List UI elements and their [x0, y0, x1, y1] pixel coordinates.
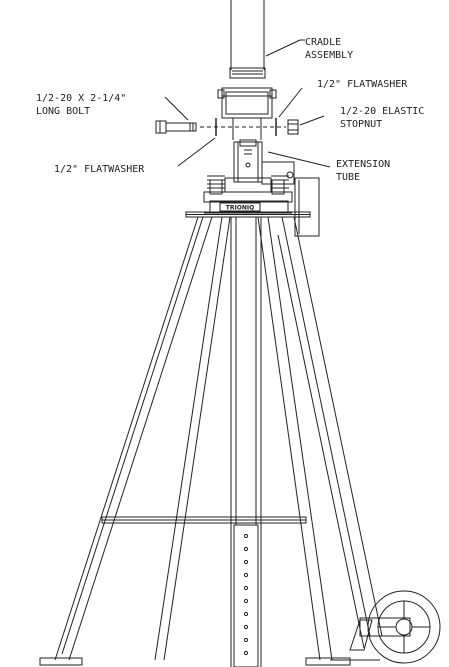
rear-leg: [277, 216, 383, 649]
label-long-bolt-line1: 1/2-20 X 2-1/4": [36, 93, 126, 104]
callout-leaders: [164, 39, 331, 168]
side-handle-bracket: [261, 161, 320, 237]
brand-nameplate: TRIONIQ: [204, 200, 292, 214]
top-plate: [185, 211, 311, 218]
label-extension-tube-line1: EXTENSION: [336, 159, 390, 170]
brand-plate-text: TRIONIQ: [226, 205, 254, 212]
right-leg: [257, 216, 351, 666]
inner-left-leg: [154, 216, 231, 661]
label-flatwasher-right: 1/2" FLATWASHER: [317, 79, 408, 90]
elastic-stopnut: [287, 119, 299, 135]
center-mast: [230, 217, 262, 667]
mast-adjustment-holes: [243, 533, 249, 656]
label-cradle-assembly-line1: CRADLE: [305, 37, 341, 48]
callout-labels: CRADLE ASSEMBLY 1/2-20 X 2-1/4" LONG BOL…: [36, 37, 424, 183]
label-flatwasher-left: 1/2" FLATWASHER: [54, 164, 145, 175]
label-stopnut-line2: STOPNUT: [340, 119, 382, 130]
spring-assembly: [203, 175, 293, 203]
label-extension-tube-line2: TUBE: [336, 172, 360, 183]
long-bolt: [155, 120, 197, 134]
cross-brace: [101, 516, 307, 524]
left-leg: [39, 216, 213, 666]
extension-tube: [233, 139, 263, 183]
label-long-bolt-line2: LONG BOLT: [36, 106, 90, 117]
label-stopnut-line1: 1/2-20 ELASTIC: [340, 106, 424, 117]
label-cradle-assembly-line2: ASSEMBLY: [305, 50, 353, 61]
cradle-assembly: [217, 0, 277, 140]
caster-wheel: [330, 590, 441, 664]
